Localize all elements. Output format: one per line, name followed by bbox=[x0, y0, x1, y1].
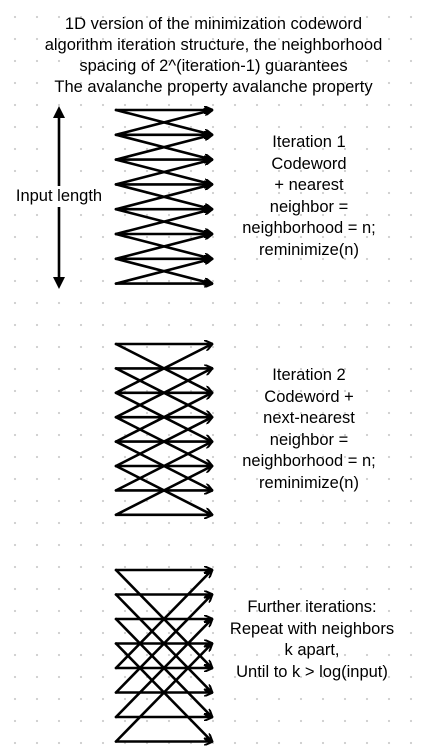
iteration-1-up-arrow-4 bbox=[114, 184, 212, 211]
iteration-1-up-arrow-5 bbox=[114, 209, 212, 236]
iteration-1-line-3: + nearest bbox=[274, 176, 344, 194]
iteration-3-line-1: Further iterations: bbox=[247, 598, 377, 616]
iteration-2-line-2: Codeword + bbox=[264, 387, 354, 406]
iteration-1-up-arrow-3 bbox=[114, 160, 212, 186]
iteration-2-up-arrow-3 bbox=[114, 393, 212, 443]
iteration-2-up-arrow-6 bbox=[114, 466, 212, 517]
iteration-2-line-6: reminimize(n) bbox=[259, 473, 359, 492]
title-line-1: 1D version of the minimization codeword bbox=[64, 15, 363, 33]
iteration-3-up-arrow-2 bbox=[114, 595, 212, 694]
iteration-3-up-arrow-3 bbox=[114, 619, 212, 719]
iteration-1-line-4: neighbor = bbox=[269, 197, 349, 216]
diagram-title: 1D version of the minimization codeword … bbox=[0, 14, 427, 98]
iteration-2-up-arrow-4 bbox=[114, 417, 212, 468]
iteration-3-line-3: k apart, bbox=[284, 641, 340, 659]
iteration-2-line-3: next-nearest bbox=[263, 409, 355, 427]
iteration-1-up-arrow-7 bbox=[114, 259, 212, 285]
iteration-3-label: Further iterations: Repeat with neighbor… bbox=[216, 597, 408, 683]
iteration-3-line-2: Repeat with neighbors bbox=[229, 619, 395, 638]
iteration-3-line-4: Until to k > log(input) bbox=[236, 662, 388, 681]
iteration-2-line-4: neighbor = bbox=[269, 430, 349, 449]
iteration-2-up-arrow-5 bbox=[114, 442, 212, 492]
iteration-2-line-1: Iteration 2 bbox=[272, 366, 346, 384]
iteration-1-line-2: Codeword bbox=[271, 154, 347, 173]
iteration-3-up-arrow-4 bbox=[114, 644, 212, 743]
iteration-1-line-6: reminimize(n) bbox=[259, 240, 359, 259]
iteration-1-up-arrow-6 bbox=[114, 234, 212, 261]
iteration-2-up-arrow-1 bbox=[114, 344, 212, 395]
iteration-1-line-1: Iteration 1 bbox=[272, 133, 346, 151]
title-line-4: The avalanche property avalanche propert… bbox=[54, 78, 373, 96]
iteration-1-label: Iteration 1 Codeword + nearest neighbor … bbox=[218, 132, 400, 261]
iteration-2-label: Iteration 2 Codeword + next-nearest neig… bbox=[218, 365, 400, 494]
title-line-2: algorithm iteration structure, the neigh… bbox=[44, 36, 383, 54]
iteration-1-line-5: neighborhood = n; bbox=[242, 219, 376, 237]
iteration-1-up-arrow-1 bbox=[114, 110, 212, 137]
iteration-2-line-5: neighborhood = n; bbox=[242, 452, 376, 470]
input-length-label: Input length bbox=[6, 186, 112, 207]
iteration-2-up-arrow-2 bbox=[114, 368, 212, 419]
iteration-1-up-arrow-2 bbox=[114, 135, 212, 161]
title-line-3: spacing of 2^(iteration-1) guarantees bbox=[79, 57, 348, 75]
iteration-3-up-arrow-1 bbox=[114, 570, 212, 670]
